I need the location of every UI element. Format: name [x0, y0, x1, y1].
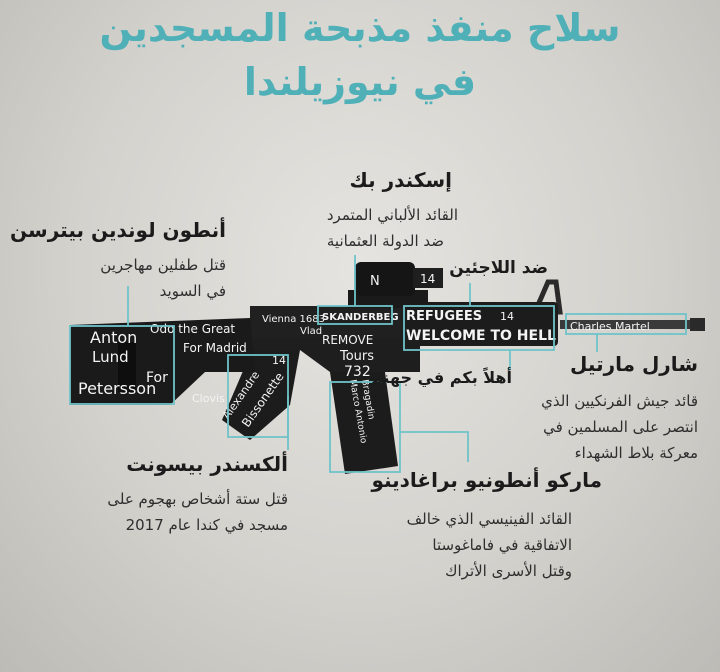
label-charles-desc-1: قائد جيش الفرنكيين الذي [541, 392, 698, 410]
receiver-writing-732: 732 [344, 364, 371, 380]
stock-writing-for: For [146, 370, 168, 386]
highlight-box-magazine [329, 381, 401, 473]
rifle-barrel [560, 320, 705, 329]
label-charles-desc-2: انتصر على المسلمين في [543, 418, 698, 436]
barrel-writing-charles: Charles Martel [570, 320, 650, 333]
leader-line-marco [400, 431, 469, 462]
handguard-writing-14: 14 [500, 310, 514, 323]
rifle-magazine [330, 372, 398, 474]
stock-writing-clovis: Clovis [192, 392, 225, 405]
rifle-pistol-grip [222, 350, 300, 440]
label-alexandre-desc-1: قتل ستة أشخاص بهجوم على [107, 490, 288, 508]
highlight-box-charles [565, 313, 687, 335]
label-skanderbeg-desc-2: ضد الدولة العثمانية [326, 232, 444, 250]
page-subtitle: في نيوزيلندا [243, 60, 477, 104]
label-charles-name: شارل مارتيل [570, 352, 698, 376]
label-skanderbeg-desc-1: القائد الألباني المتمرد [326, 206, 458, 224]
receiver-writing-14: 14 [272, 354, 286, 367]
rifle-scope-lens [413, 268, 443, 288]
label-skanderbeg-name: إسكندر بك [349, 168, 452, 192]
label-marco-desc-3: وقتل الأسرى الأتراك [445, 562, 572, 580]
label-marco-name: ماركو أنطونيو براغادينو [371, 468, 602, 492]
scope-writing-14: 14 [420, 272, 435, 286]
leader-lines [69, 255, 687, 473]
receiver-writing-vlad: Vlad [300, 326, 322, 337]
receiver-writing-vienna: Vienna 1683 [262, 314, 325, 325]
highlight-box-welcome [403, 305, 555, 351]
label-anton-desc-2: في السويد [159, 282, 226, 300]
handguard-writing-refugees: REFUGEES [406, 309, 482, 324]
rifle-stock [70, 318, 255, 405]
label-alexandre-name: ألكسندر بيسونت [126, 452, 288, 476]
label-refugees: ضد اللاجئين [449, 258, 548, 278]
label-welcome: أهلاً بكم في جهنم [370, 368, 512, 387]
receiver-writing-remove: REMOVE [322, 333, 373, 347]
label-alexandre-desc-2: مسجد في كندا عام 2017 [125, 516, 288, 534]
rifle-handguard [398, 302, 558, 346]
rifle-barrel-tip [690, 318, 705, 331]
handguard-writing-welcome: WELCOME TO HELL [406, 328, 556, 344]
stock-writing-anton: Anton [90, 328, 137, 347]
label-anton-name: أنطون لوندين بيترسن [10, 218, 226, 242]
rifle-lower-receiver [240, 338, 420, 372]
rifle-stock-strap [118, 342, 136, 392]
receiver-writing-tours: Tours [339, 349, 374, 364]
stock-writing-odo: Odo the Great [150, 322, 235, 336]
highlight-box-stock [69, 325, 175, 405]
label-marco-desc-1: القائد الفينيسي الذي خالف [406, 510, 572, 528]
page-title: سلاح منفذ مذبحة المسجدين [99, 6, 621, 50]
rifle-upper-receiver [250, 306, 405, 344]
stock-writing-madrid: For Madrid [183, 341, 247, 355]
scope-writing-n: N [370, 274, 380, 289]
stock-writing-lund: Lund [92, 348, 129, 366]
label-charles-desc-3: معركة بلاط الشهداء [574, 444, 698, 462]
rifle-scope [355, 262, 415, 296]
receiver-writing-skanderbeg: SKANDERBEG [322, 312, 399, 323]
stock-writing-petersson: Petersson [78, 379, 156, 398]
label-marco-desc-2: الاتفاقية في فاماغوستا [432, 536, 572, 554]
label-anton-desc-1: قتل طفلين مهاجرين [100, 256, 226, 274]
